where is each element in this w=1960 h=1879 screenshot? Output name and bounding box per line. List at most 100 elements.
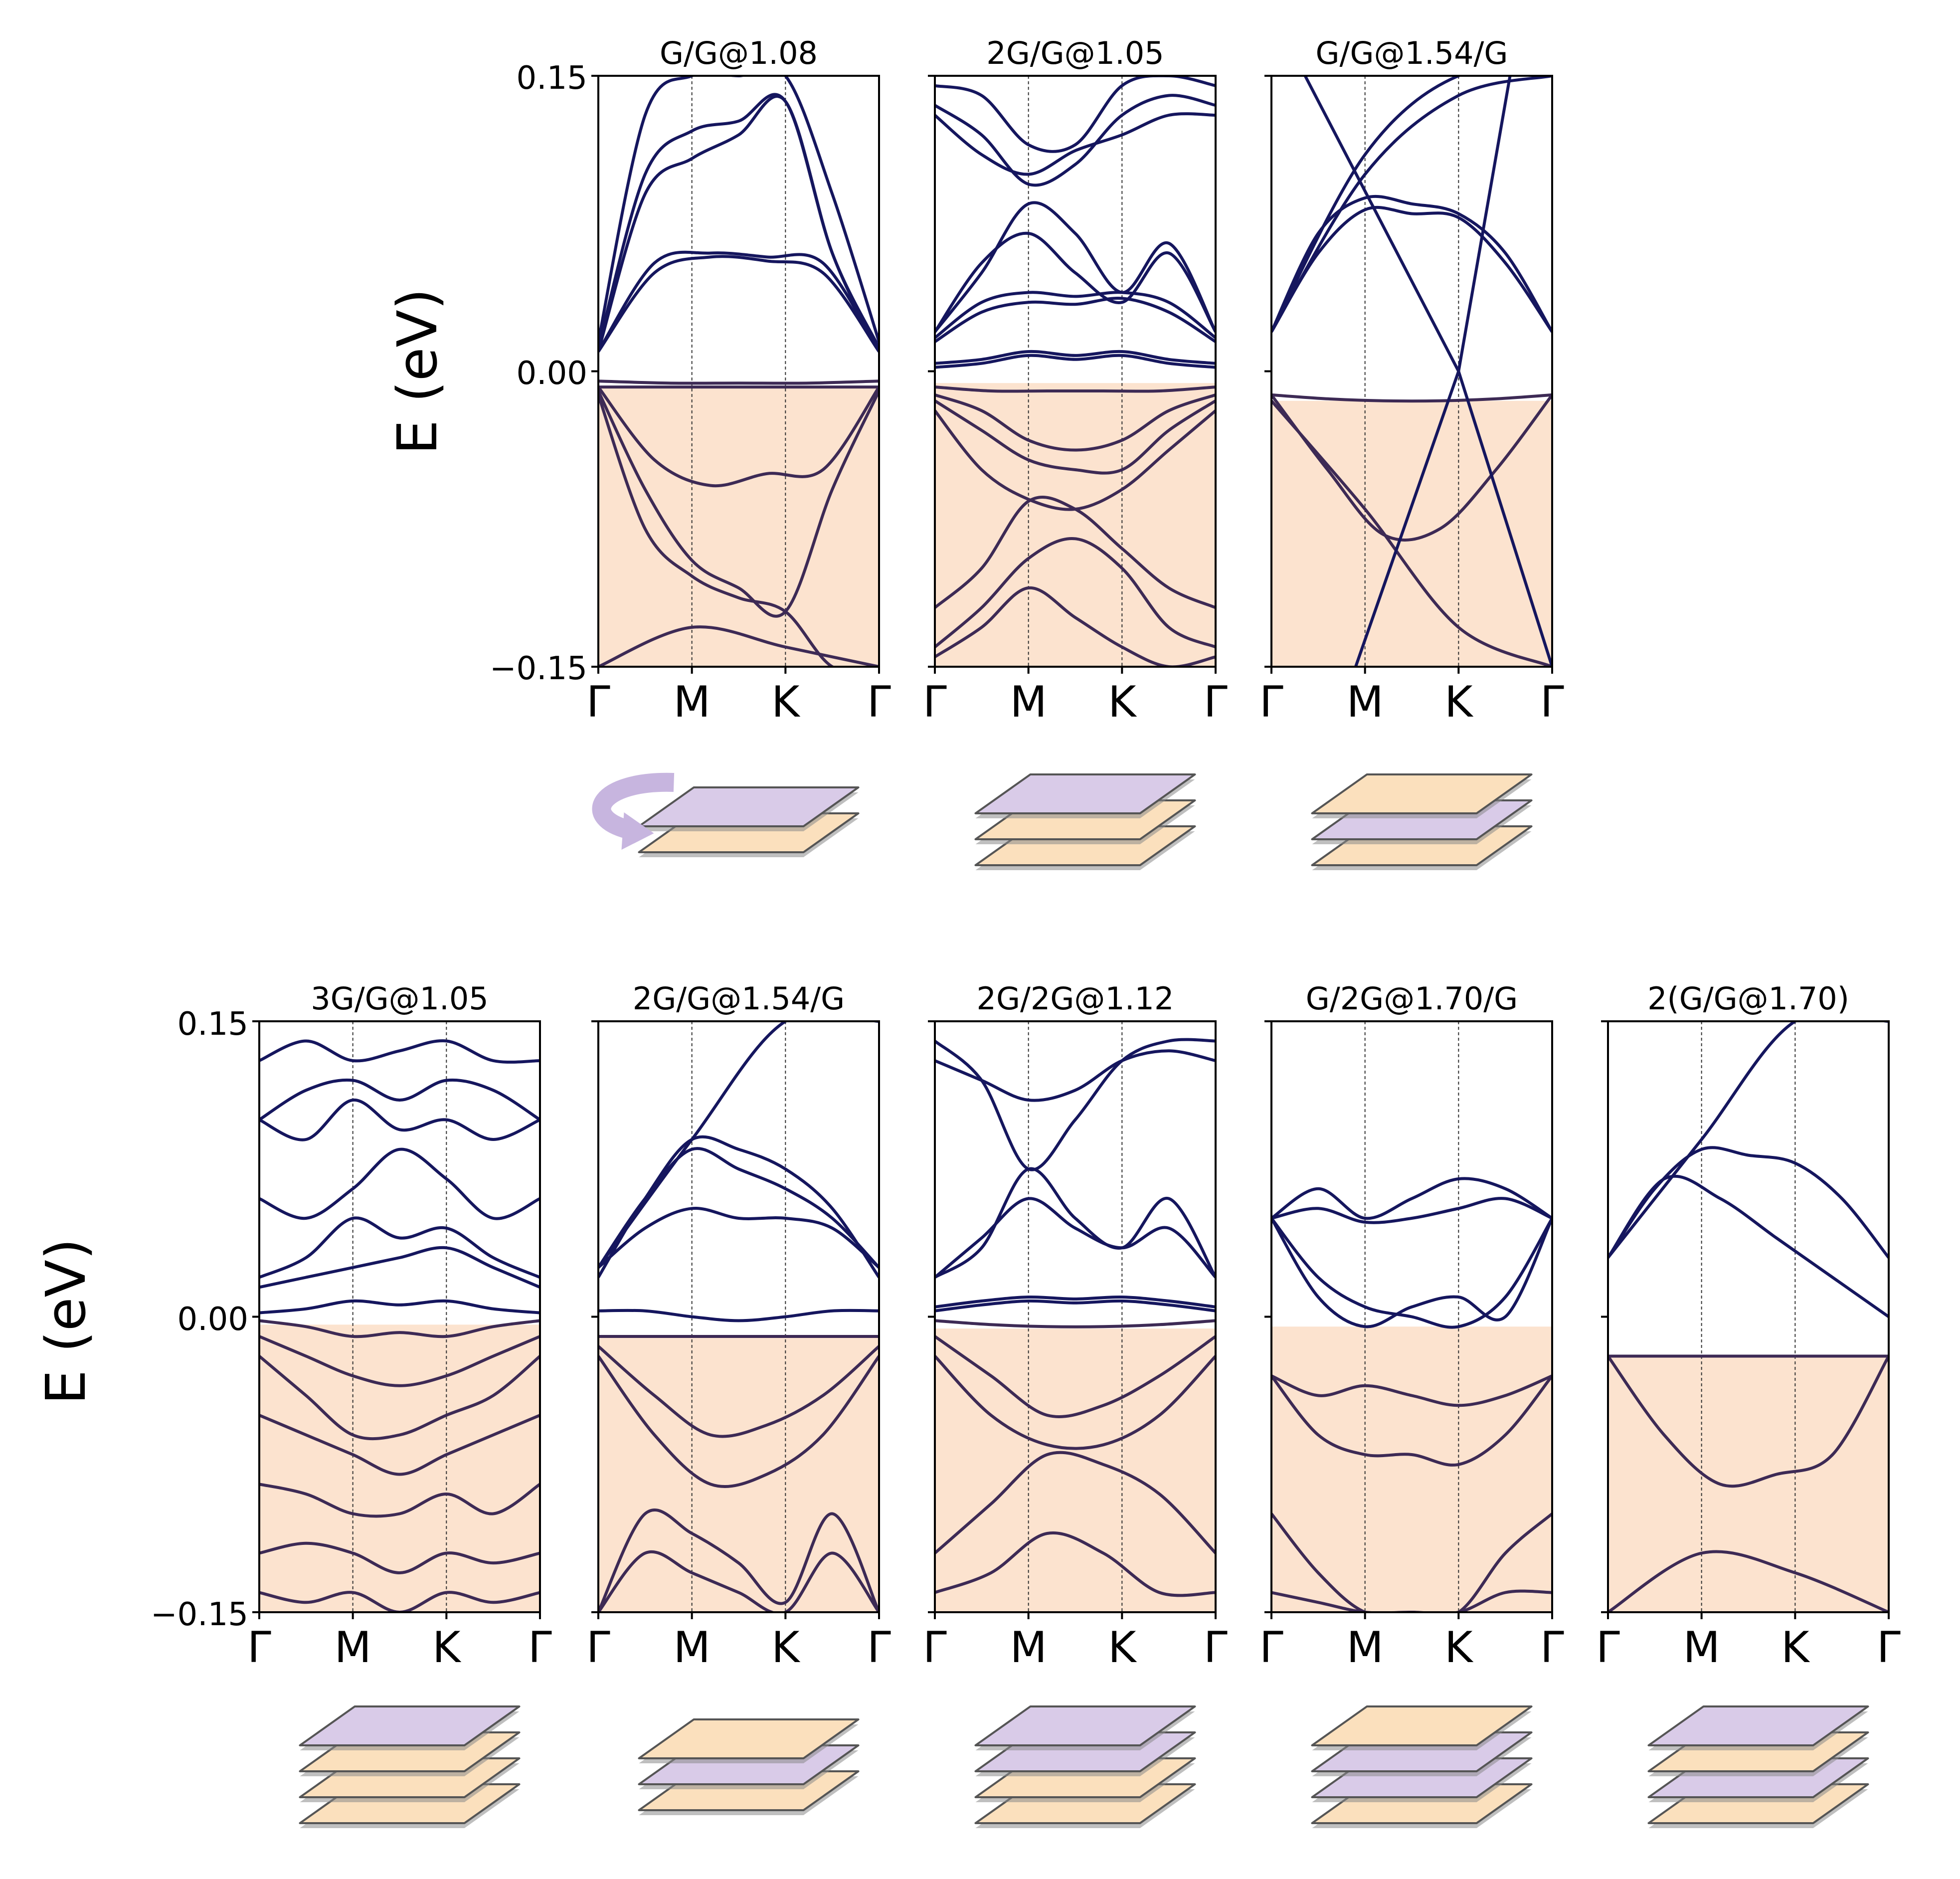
layer-sheet-orange xyxy=(1311,773,1533,814)
conduction-band xyxy=(598,1309,879,1322)
panel-title: G/2G@1.70/G xyxy=(1306,980,1518,1017)
valence-band xyxy=(935,495,1216,609)
conduction-band xyxy=(935,1167,1216,1279)
valence-band xyxy=(935,1531,1216,1597)
valence-band xyxy=(1271,393,1552,403)
rotation-arrow xyxy=(592,772,675,839)
valence-band xyxy=(259,1591,540,1612)
conduction-band xyxy=(935,1197,1216,1279)
valence-band xyxy=(935,393,1216,452)
x-tick-label: Γ xyxy=(1877,1623,1901,1673)
ytick-bottom-0.00: 0.00 xyxy=(178,1301,249,1338)
x-tick-label: M xyxy=(1010,677,1047,727)
ylabel-bottom-row: E (eV) xyxy=(34,1238,98,1404)
valence-band xyxy=(598,394,879,667)
conduction-band xyxy=(598,76,879,343)
valence-band xyxy=(1271,1374,1552,1407)
conduction-band xyxy=(259,1039,540,1064)
conduction-band xyxy=(259,1147,540,1220)
x-tick-label: M xyxy=(1010,1623,1047,1673)
ytick-bottom-0.15: 0.15 xyxy=(178,1006,249,1043)
layer-sheet-purple xyxy=(1647,1705,1869,1746)
panel-title: 2(G/G@1.70) xyxy=(1647,980,1849,1017)
valence-band xyxy=(935,1335,1216,1418)
valence-band xyxy=(935,399,1216,475)
x-tick-label: Γ xyxy=(1204,677,1228,727)
valence-band xyxy=(598,379,879,385)
x-tick-label: K xyxy=(432,1623,462,1673)
x-tick-label: K xyxy=(771,1623,801,1673)
occupied-region xyxy=(935,1328,1216,1612)
x-tick-label: K xyxy=(1444,677,1474,727)
conduction-band xyxy=(935,350,1216,365)
valence-band xyxy=(1608,1550,1889,1612)
ytick-bottom-neg0.15: −0.15 xyxy=(151,1596,248,1633)
x-tick-label: M xyxy=(674,1623,711,1673)
conduction-band xyxy=(259,1098,540,1141)
layer-sheet-purple xyxy=(974,773,1196,814)
x-tick-label: Γ xyxy=(923,677,947,727)
valence-band xyxy=(598,1345,879,1438)
valence-band xyxy=(935,385,1216,393)
ytick-top-0.15: 0.15 xyxy=(517,60,588,97)
x-tick-label: M xyxy=(674,677,711,727)
x-tick-label: Γ xyxy=(528,1623,552,1673)
x-tick-label: K xyxy=(1108,677,1137,727)
conduction-band xyxy=(935,231,1216,333)
x-tick-label: Γ xyxy=(1540,677,1564,727)
conduction-band xyxy=(1271,76,1552,333)
valence-band xyxy=(598,386,879,488)
bands xyxy=(935,1038,1216,1597)
bands xyxy=(598,1021,879,1612)
conduction-band xyxy=(598,255,879,353)
conduction-band xyxy=(598,1206,879,1269)
conduction-band xyxy=(935,354,1216,369)
layer-sheet-purple xyxy=(299,1705,521,1746)
conduction-band xyxy=(935,1038,1216,1171)
valence-band xyxy=(259,1335,540,1387)
valence-band xyxy=(598,625,879,667)
conduction-band xyxy=(1608,1021,1889,1259)
bands xyxy=(1608,1021,1889,1612)
conduction-band xyxy=(1271,194,1552,333)
conduction-band xyxy=(935,296,1216,343)
panel-title: 3G/G@1.05 xyxy=(311,980,488,1017)
layer-sheet-orange xyxy=(1311,1705,1533,1746)
valence-band xyxy=(598,1550,879,1612)
conduction-band xyxy=(259,1246,540,1289)
ytick-top-neg0.15: −0.15 xyxy=(490,650,587,687)
x-tick-label: K xyxy=(771,677,801,727)
occupied-region xyxy=(598,1336,879,1612)
x-tick-label: Γ xyxy=(1540,1623,1564,1673)
conduction-band xyxy=(598,250,879,353)
x-tick-label: Γ xyxy=(586,677,610,727)
valence-band xyxy=(259,1483,540,1518)
conduction-band xyxy=(935,112,1216,176)
conduction-band xyxy=(1271,1217,1552,1329)
bands xyxy=(935,76,1216,667)
valence-band xyxy=(935,537,1216,649)
conduction-band xyxy=(598,1021,879,1269)
bands xyxy=(1271,76,1552,667)
x-tick-label: Γ xyxy=(1596,1623,1620,1673)
x-tick-label: Γ xyxy=(1204,1623,1228,1673)
ylabel-top-row: E (eV) xyxy=(385,288,449,454)
valence-band xyxy=(935,1355,1216,1450)
dirac-band xyxy=(1354,76,1512,667)
bands xyxy=(259,1039,540,1612)
occupied-region xyxy=(1271,400,1552,667)
x-tick-label: Γ xyxy=(867,677,891,727)
panel-title: G/G@1.54/G xyxy=(1316,35,1508,71)
x-tick-label: Γ xyxy=(923,1623,947,1673)
valence-band xyxy=(259,1541,540,1574)
valence-band xyxy=(259,1414,540,1476)
x-tick-label: M xyxy=(1347,1623,1384,1673)
conduction-band xyxy=(1271,1177,1552,1220)
rotation-arrow-head xyxy=(621,812,654,850)
x-tick-label: K xyxy=(1781,1623,1810,1673)
x-tick-label: M xyxy=(1347,677,1384,727)
